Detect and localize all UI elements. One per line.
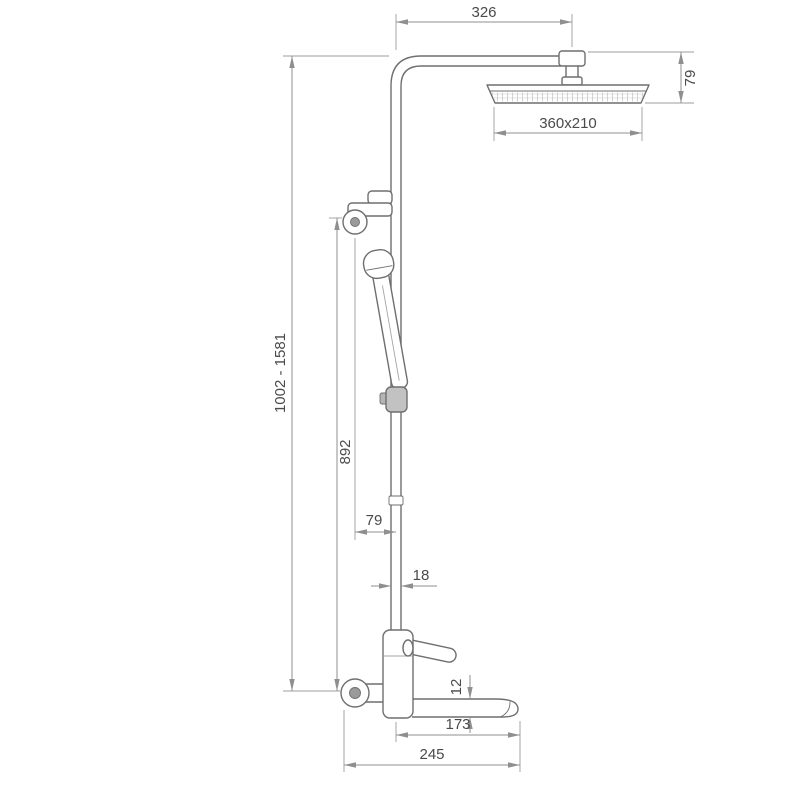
tub-spout: [412, 698, 519, 718]
lever-pivot: [402, 639, 414, 657]
shower-system: [340, 50, 650, 719]
rain-shower-head: [486, 84, 650, 104]
dim-overall-reach: 245: [343, 710, 520, 772]
connector-stem: [565, 65, 579, 78]
dim-label-head-drop: 79: [682, 70, 699, 87]
dim-label-pipe-diameter: 18: [413, 567, 430, 584]
pipe-outer-edge: [390, 55, 562, 632]
spout-lip: [499, 701, 511, 718]
dim-label-rail-height: 892: [337, 439, 354, 464]
hand-shower-head: [362, 248, 395, 280]
dim-label-arm-reach: 326: [471, 4, 496, 21]
dim-label-spout-height: 12: [448, 679, 465, 696]
dim-label-holder-offset: 79: [366, 512, 383, 529]
connector-nut: [561, 76, 583, 86]
dim-label-head-size: 360x210: [539, 115, 597, 132]
riser-pipe-and-arm: [388, 55, 562, 632]
head-nozzle-face: [491, 92, 645, 102]
dim-label-overall-height: 1002 - 1581: [272, 333, 289, 413]
hand-shower-holder: [342, 190, 393, 235]
holder-knob-center: [350, 217, 360, 227]
dim-rail-height: 892: [329, 217, 354, 691]
head-connector: [558, 50, 586, 86]
pipe-inner-edge: [400, 65, 562, 632]
hand-shower: [362, 248, 409, 390]
arm-end-fitting: [558, 50, 586, 67]
dim-spout-reach: 173: [395, 716, 521, 772]
dim-arm-reach: 326: [395, 4, 573, 50]
dim-spout-height: 12: [448, 675, 473, 733]
dim-label-spout-reach: 173: [445, 716, 470, 733]
holder-cradle: [367, 190, 393, 205]
hand-shower-head-line: [366, 265, 393, 271]
hand-shower-handle-line: [382, 285, 400, 381]
mixer-valve: [340, 629, 519, 719]
slider-bracket: [379, 386, 408, 413]
pipe-union: [388, 495, 404, 506]
dim-head-size: 360x210: [493, 107, 643, 141]
slider-body: [385, 386, 408, 413]
dim-overall-height: 1002 - 1581: [272, 55, 389, 692]
dim-label-overall-reach: 245: [419, 746, 444, 763]
dim-head-drop: 79: [588, 51, 699, 104]
wall-flange-center: [349, 687, 361, 699]
dimensions: 326 79 360x210 1002 - 1581 892: [272, 4, 699, 772]
dim-holder-offset: 79: [354, 238, 396, 540]
dim-pipe-diameter: 18: [371, 567, 437, 589]
